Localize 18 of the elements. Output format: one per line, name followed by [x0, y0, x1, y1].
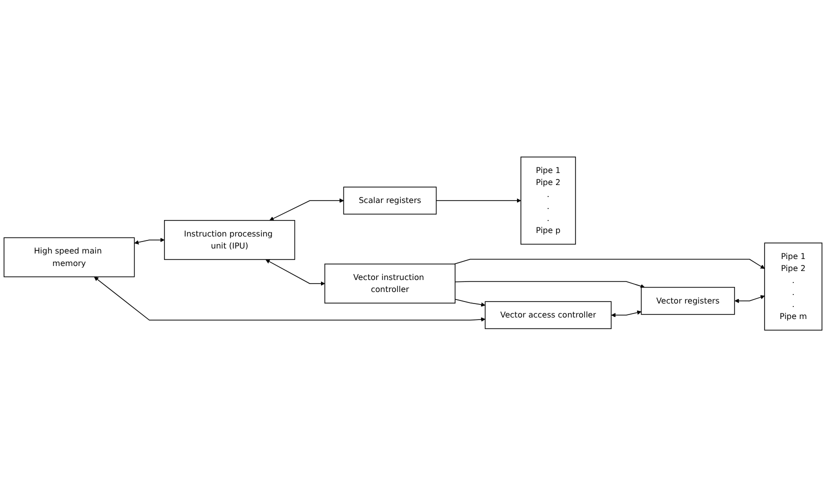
- arrow: [134, 238, 165, 245]
- arrow: [611, 310, 642, 318]
- arrow: [454, 299, 486, 308]
- node-box: Pipe 1 Pipe 2 . . . Pipe p: [520, 157, 576, 245]
- node-box: High speed main memory: [4, 238, 135, 278]
- arrow: [266, 260, 325, 286]
- node-box: Vector access controller: [484, 302, 612, 330]
- node-box: Scalar registers: [343, 187, 437, 215]
- node-box: Instruction processing unit (IPU): [164, 220, 296, 260]
- node-box: Pipe 1 Pipe 2 . . . Pipe m: [764, 243, 822, 331]
- arrow: [454, 259, 765, 270]
- arrow: [94, 277, 486, 322]
- arrow: [454, 282, 645, 289]
- arrow: [436, 198, 522, 204]
- arrow: [734, 296, 765, 304]
- arrow: [269, 198, 344, 221]
- node-box: Vector instruction controller: [324, 264, 456, 304]
- node-box: Vector registers: [640, 287, 735, 316]
